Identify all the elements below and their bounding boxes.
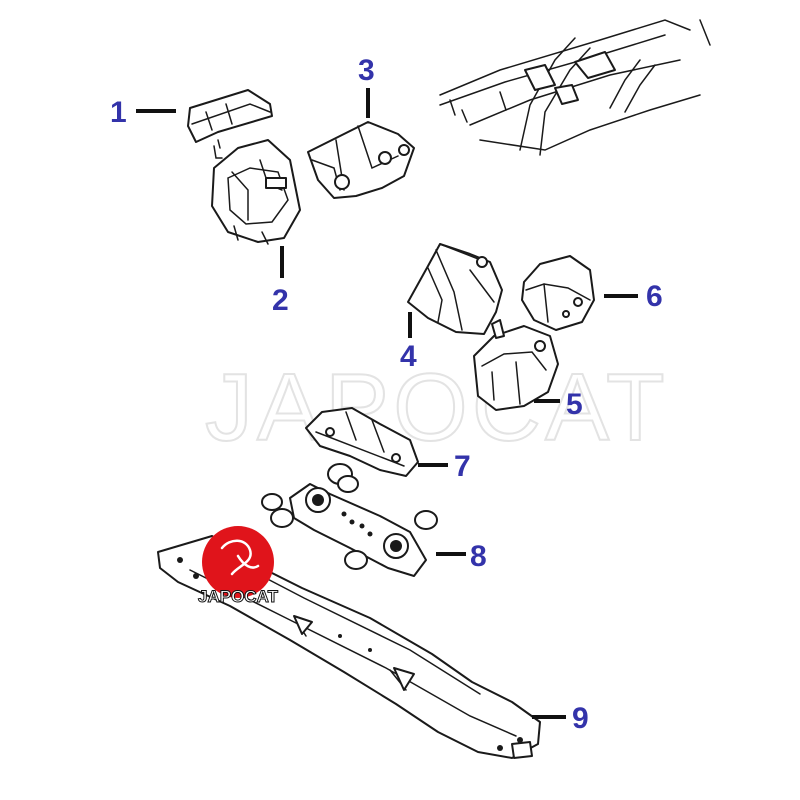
svg-text:JAPOCAT: JAPOCAT (198, 587, 279, 606)
callout-8: 8 (470, 540, 487, 573)
part-3-bracket (307, 121, 415, 199)
part-5-mount (473, 319, 559, 411)
watermark-text: JAPOCAT (205, 354, 669, 461)
callout-9: 9 (572, 702, 589, 735)
part-8-mount-with-insulators (261, 483, 438, 577)
japocat-logo: JAPOCAT (198, 526, 279, 607)
callout-5: 5 (566, 388, 583, 421)
part-7-crossmember-bracket (305, 407, 419, 493)
part-2-engine-mount (211, 139, 301, 245)
callout-3: 3 (358, 54, 375, 87)
callout-4: 4 (400, 340, 417, 373)
part-1-bracket (187, 89, 273, 143)
callout-1: 1 (110, 96, 127, 129)
callout-7: 7 (454, 450, 471, 483)
frame-outline (439, 19, 711, 156)
callout-6: 6 (646, 280, 663, 313)
part-4-support-bracket (407, 243, 503, 335)
part-6-cushion (521, 255, 595, 331)
callout-2: 2 (272, 284, 289, 317)
